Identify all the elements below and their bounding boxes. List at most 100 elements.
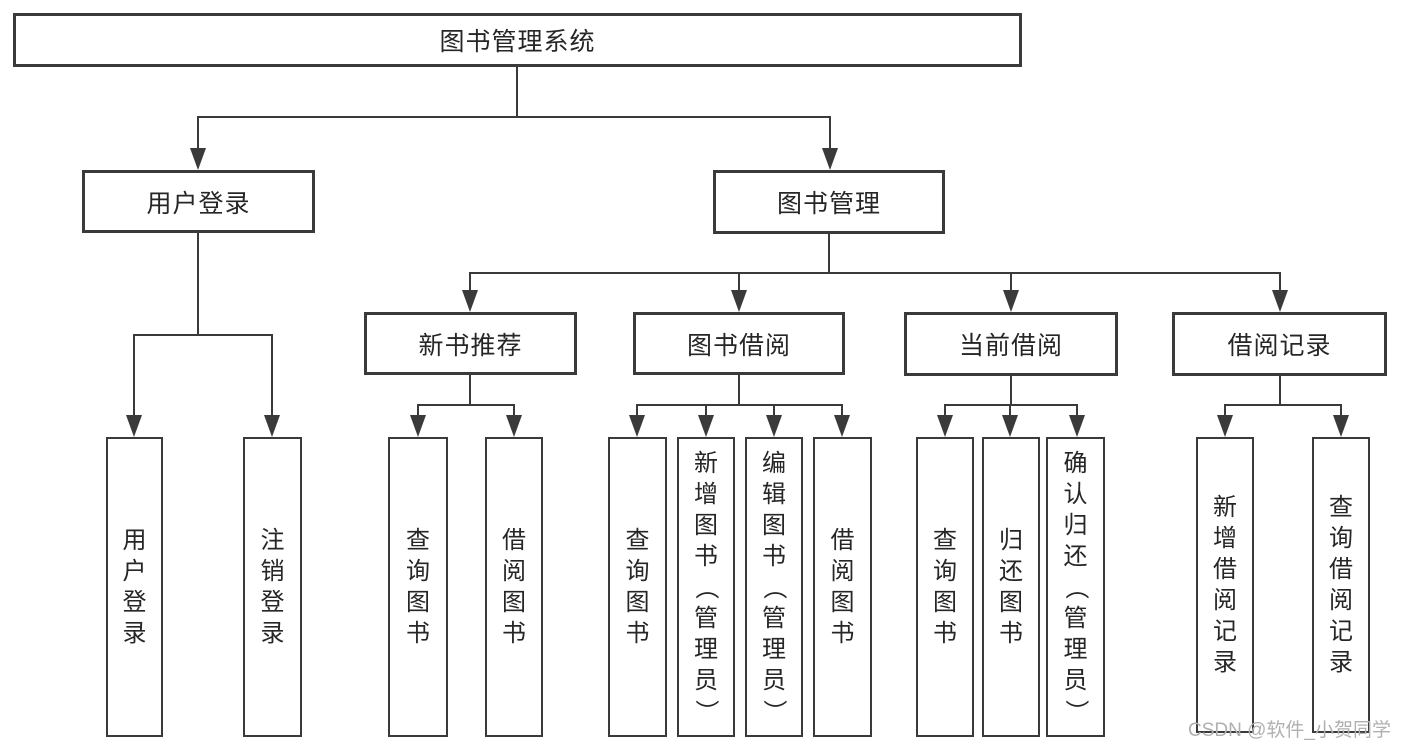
leaf-return-books: 归还图书 bbox=[982, 437, 1040, 737]
vertical-char: 图 bbox=[694, 511, 718, 539]
vertical-char: 员 bbox=[762, 666, 786, 694]
vertical-char: 图 bbox=[933, 589, 957, 616]
vertical-char: 查 bbox=[625, 527, 650, 554]
connector-line bbox=[636, 405, 638, 418]
connector-line bbox=[469, 273, 471, 293]
connector-line bbox=[516, 67, 518, 118]
vertical-char: 借 bbox=[502, 527, 526, 554]
connector-line bbox=[1010, 273, 1012, 293]
connector-line bbox=[1279, 273, 1281, 293]
vertical-char: 询 bbox=[933, 558, 957, 585]
vertical-char: 新 bbox=[694, 449, 718, 477]
connector-line bbox=[1279, 376, 1281, 405]
arrowhead-icon bbox=[506, 415, 522, 437]
vertical-char: 书 bbox=[999, 620, 1023, 647]
node-book-management: 图书管理 bbox=[713, 170, 945, 234]
connector-line bbox=[1076, 405, 1078, 418]
vertical-char: 注 bbox=[260, 527, 285, 554]
vertical-char: 录 bbox=[1213, 649, 1237, 676]
vertical-char: 书 bbox=[830, 620, 855, 647]
connector-line bbox=[738, 273, 740, 293]
vertical-char: 图 bbox=[830, 589, 855, 616]
vertical-char: 询 bbox=[1329, 525, 1353, 552]
leaf-add-book-admin: 新增图书（管理员） bbox=[677, 437, 735, 737]
connector-line bbox=[944, 404, 1078, 406]
arrowhead-icon bbox=[190, 148, 206, 170]
vertical-char: 借 bbox=[830, 527, 855, 554]
vertical-char: 书 bbox=[502, 620, 526, 647]
vertical-char: 增 bbox=[694, 480, 718, 508]
arrowhead-icon bbox=[629, 415, 645, 437]
vertical-char: 查 bbox=[1329, 494, 1353, 521]
node-borrow-records: 借阅记录 bbox=[1172, 312, 1387, 376]
leaf-borrow-books-recommend: 借阅图书 bbox=[485, 437, 543, 737]
vertical-char: ） bbox=[692, 699, 720, 723]
vertical-char: 确 bbox=[1063, 449, 1088, 477]
vertical-char: 书 bbox=[933, 620, 957, 647]
vertical-char: 书 bbox=[406, 620, 430, 647]
arrowhead-icon bbox=[410, 415, 426, 437]
vertical-char: （ bbox=[1062, 575, 1089, 599]
arrowhead-icon bbox=[1333, 415, 1349, 437]
connector-line bbox=[469, 272, 1281, 274]
leaf-query-books-recommend: 查询图书 bbox=[388, 437, 448, 737]
vertical-char: 图 bbox=[999, 589, 1023, 616]
vertical-char: （ bbox=[760, 575, 788, 599]
vertical-char: 登 bbox=[122, 589, 147, 616]
connector-line bbox=[1224, 405, 1226, 418]
leaf-query-books-borrow: 查询图书 bbox=[608, 437, 667, 737]
vertical-char: 归 bbox=[999, 527, 1023, 554]
vertical-char: 图 bbox=[762, 511, 786, 539]
arrowhead-icon bbox=[834, 415, 850, 437]
leaf-add-borrow-record: 新增借阅记录 bbox=[1196, 437, 1254, 733]
vertical-char: 录 bbox=[260, 620, 285, 647]
connector-line bbox=[773, 405, 775, 418]
leaf-user-login: 用户登录 bbox=[106, 437, 163, 737]
arrowhead-icon bbox=[698, 415, 714, 437]
vertical-char: 图 bbox=[502, 589, 526, 616]
vertical-char: 理 bbox=[694, 635, 718, 663]
vertical-char: 询 bbox=[625, 558, 650, 585]
vertical-char: 录 bbox=[1329, 649, 1353, 676]
vertical-char: 记 bbox=[1213, 618, 1237, 645]
vertical-char: 管 bbox=[762, 604, 786, 632]
node-user-login: 用户登录 bbox=[82, 170, 315, 233]
vertical-char: 查 bbox=[933, 527, 957, 554]
arrowhead-icon bbox=[264, 415, 280, 437]
connector-line bbox=[197, 116, 831, 118]
connector-line bbox=[197, 117, 199, 152]
arrowhead-icon bbox=[731, 290, 747, 312]
connector-line bbox=[197, 233, 199, 336]
connector-line bbox=[417, 405, 419, 418]
vertical-char: 图 bbox=[625, 589, 650, 616]
vertical-char: 归 bbox=[1063, 511, 1088, 539]
leaf-edit-book-admin: 编辑图书（管理员） bbox=[745, 437, 803, 737]
connector-line bbox=[1340, 405, 1342, 418]
vertical-char: ） bbox=[1062, 699, 1089, 723]
leaf-query-borrow-record: 查询借阅记录 bbox=[1312, 437, 1370, 733]
connector-line bbox=[417, 404, 515, 406]
arrowhead-icon bbox=[822, 148, 838, 170]
vertical-char: 登 bbox=[260, 589, 285, 616]
connector-line bbox=[841, 405, 843, 418]
vertical-char: 阅 bbox=[502, 558, 526, 585]
leaf-borrow-books: 借阅图书 bbox=[813, 437, 872, 737]
connector-line bbox=[271, 335, 273, 418]
connector-line bbox=[828, 234, 830, 273]
vertical-char: 理 bbox=[762, 635, 786, 663]
vertical-char: 借 bbox=[1213, 556, 1237, 583]
connector-line bbox=[469, 375, 471, 405]
vertical-char: 销 bbox=[260, 558, 285, 585]
arrowhead-icon bbox=[1002, 415, 1018, 437]
connector-line bbox=[705, 405, 707, 418]
vertical-char: 录 bbox=[122, 620, 147, 647]
arrowhead-icon bbox=[766, 415, 782, 437]
vertical-char: 辑 bbox=[762, 480, 786, 508]
connector-line bbox=[1224, 404, 1342, 406]
vertical-char: 编 bbox=[762, 449, 786, 477]
connector-line bbox=[738, 375, 740, 405]
vertical-char: 还 bbox=[1063, 542, 1088, 570]
node-book-borrow: 图书借阅 bbox=[633, 312, 845, 375]
vertical-char: 阅 bbox=[1213, 587, 1237, 614]
